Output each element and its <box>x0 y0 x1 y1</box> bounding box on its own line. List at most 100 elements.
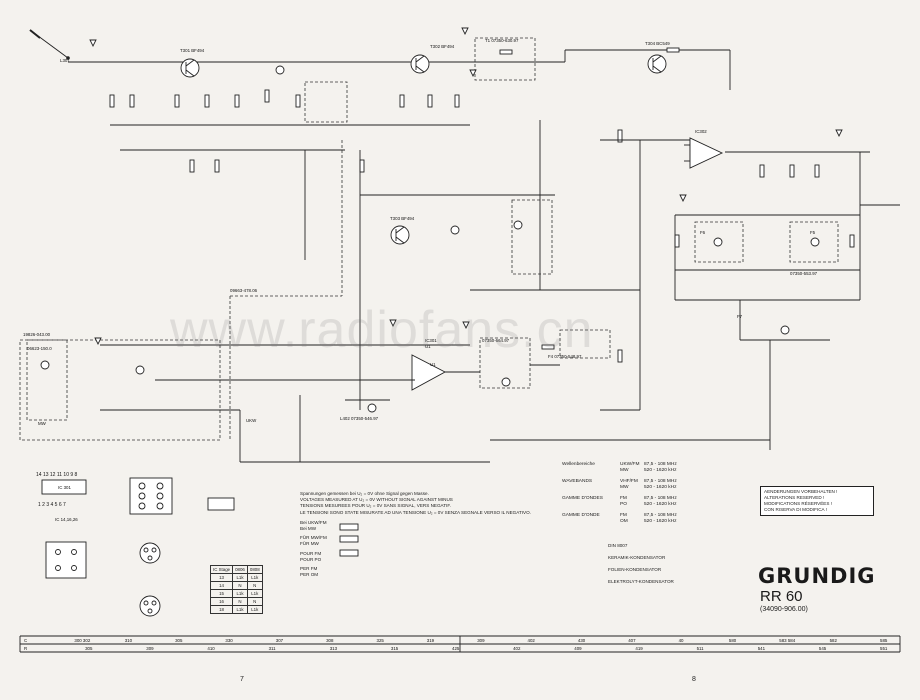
ruler-label: 583 584 <box>779 638 795 643</box>
pin-table-cell: N <box>232 597 248 606</box>
model-name: RR 60 <box>760 588 803 605</box>
ruler-label: 407 <box>628 638 636 643</box>
watermark: www.radiofans.cn <box>170 301 594 359</box>
waveband-name: GAMME D'ONDE <box>562 513 600 518</box>
ruler-label: 309 <box>477 638 485 643</box>
pin-table-cell: 15 <box>209 589 234 598</box>
ruler-label: 402 <box>528 638 536 643</box>
legend-foil: FOLIEN-KONDENSATOR <box>608 567 662 572</box>
pin-table-header: IC Stage <box>209 565 234 574</box>
ic-pins-bottom: 1 2 3 4 5 6 7 <box>38 502 66 508</box>
waveband-codes: UKW/FM MW <box>620 462 640 473</box>
transistor-t304 <box>647 54 667 74</box>
pin-table-cell: N <box>246 581 263 590</box>
voltage-note-de: Spannungen gemessen bei U₂ = 0V ohne Sig… <box>300 491 429 496</box>
ruler-label: 551 <box>880 646 888 651</box>
legend-ceramic: KERAMIK-KONDENSATOR <box>608 555 666 560</box>
modification-notes: AENDERUNGEN VORBEHALTEN ! ALTERATIONS RE… <box>760 486 874 516</box>
ruler-label: 410 <box>207 646 215 651</box>
pin-table-cell: 16 <box>209 597 234 606</box>
ruler-label: 511 <box>697 646 705 651</box>
switch-row-it-om: PER OM <box>300 572 319 578</box>
antenna-icon <box>29 29 70 60</box>
bottom-ruler <box>19 635 901 653</box>
ruler-label: 305 <box>85 646 93 651</box>
switch-boxes <box>339 523 359 557</box>
test-points <box>40 65 820 413</box>
ic-pins-top: 14 13 12 11 10 9 8 <box>36 472 78 478</box>
ruler-label: 585 <box>880 638 888 643</box>
mw-stage-label: 06623-150.0 <box>27 346 52 351</box>
pin-table-cell: 18 <box>209 605 234 614</box>
ic301-type-label: U1 <box>425 344 431 349</box>
ic302-label: IC302 <box>695 129 707 134</box>
pin-table-cell: L1k <box>232 589 248 598</box>
switch-row-de: Bei UKW/FM <box>300 519 327 525</box>
waveband-ranges: 87,5 - 108 MHz 520 - 1620 kHz <box>644 479 677 490</box>
ruler-label: 305 <box>175 638 183 643</box>
switch-row-de-mw: Bei MW <box>300 526 317 532</box>
transistor-t302 <box>410 54 430 74</box>
switch-row-en-mw: FÜR MW <box>300 541 319 547</box>
component-columns <box>109 47 855 363</box>
ruler-label: 402 <box>513 646 521 651</box>
voltage-note-en: VOLTAGES MEASURED AT U₂ = 0V WITHOUT SIG… <box>300 497 453 503</box>
ruler-label: C <box>24 638 27 643</box>
pin-table-cell: L1k <box>246 573 263 582</box>
opamp-ic301 <box>411 354 446 391</box>
ruler-label: 309 <box>146 646 154 651</box>
antenna-symbols <box>89 27 843 346</box>
pin-table-cell: N <box>246 597 263 606</box>
pin-table-cell: L1k <box>232 573 248 582</box>
f5-label: F5 <box>810 230 816 235</box>
pin-table-header: 0806 <box>232 565 248 574</box>
ruler-label: 541 <box>758 646 766 651</box>
waveband-ranges: 87,5 - 108 MHz 520 - 1620 kHz <box>644 496 677 507</box>
ukw-label: UKW <box>246 418 257 423</box>
l301-label: L301 <box>60 58 70 63</box>
f7-label: F7 <box>737 314 743 319</box>
waveband-name: WAVEBANDS <box>562 479 593 484</box>
component-legend: DIN 8007 KERAMIK-KONDENSATOR FOLIEN-KOND… <box>580 543 674 585</box>
page-number-right: 8 <box>692 676 696 683</box>
ruler-label: 313 <box>330 646 338 651</box>
ruler-label: 419 <box>635 646 643 651</box>
opamp-ic303 <box>684 137 724 169</box>
transistor-t303 <box>390 225 410 245</box>
filter-label: 07350-553.97 <box>790 271 818 276</box>
mod-label: 09663-478.06 <box>230 288 258 293</box>
ic-sublabel: IC 14,16,26 <box>55 517 78 522</box>
note-line-4: CON RISERVA DI MODIFICA ! <box>764 507 827 512</box>
ruler-label: 311 <box>269 646 277 651</box>
ruler-label: 425 <box>452 646 460 651</box>
legend-electrolytic: ELEKTROLYT-KONDENSATOR <box>608 579 674 584</box>
waveband-ranges: 87,5 - 108 MHz 520 - 1620 kHz <box>644 462 677 473</box>
voltage-note-fr: TENSIONS MESUREES POUR U₂ = 0V SANS SIGN… <box>300 503 451 509</box>
if-stage-label: 07350-664.97 <box>482 338 510 343</box>
voltage-notes: Spannungen gemessen bei U₂ = 0V ohne Sig… <box>300 491 531 578</box>
f6-label: F6 <box>700 230 706 235</box>
pin-table-cell: 14 <box>209 581 234 590</box>
ruler-label: 330 <box>225 638 233 643</box>
switch-row-it: PER FM <box>300 566 318 572</box>
t302-label: T302 BF494 <box>430 44 455 49</box>
part-number: (34090-906.00) <box>760 606 808 613</box>
page-number-left: 7 <box>240 676 244 683</box>
u-out-label: U1 <box>430 362 436 367</box>
pin-table-cell: L1k <box>246 589 263 598</box>
ruler-label: 307 <box>276 638 284 643</box>
ruler-label: 40 <box>679 638 684 643</box>
t304-label: T304 BC549 <box>645 41 670 46</box>
waveband-codes: FM PO <box>620 496 627 507</box>
ic301-label: IC301 <box>425 338 437 343</box>
